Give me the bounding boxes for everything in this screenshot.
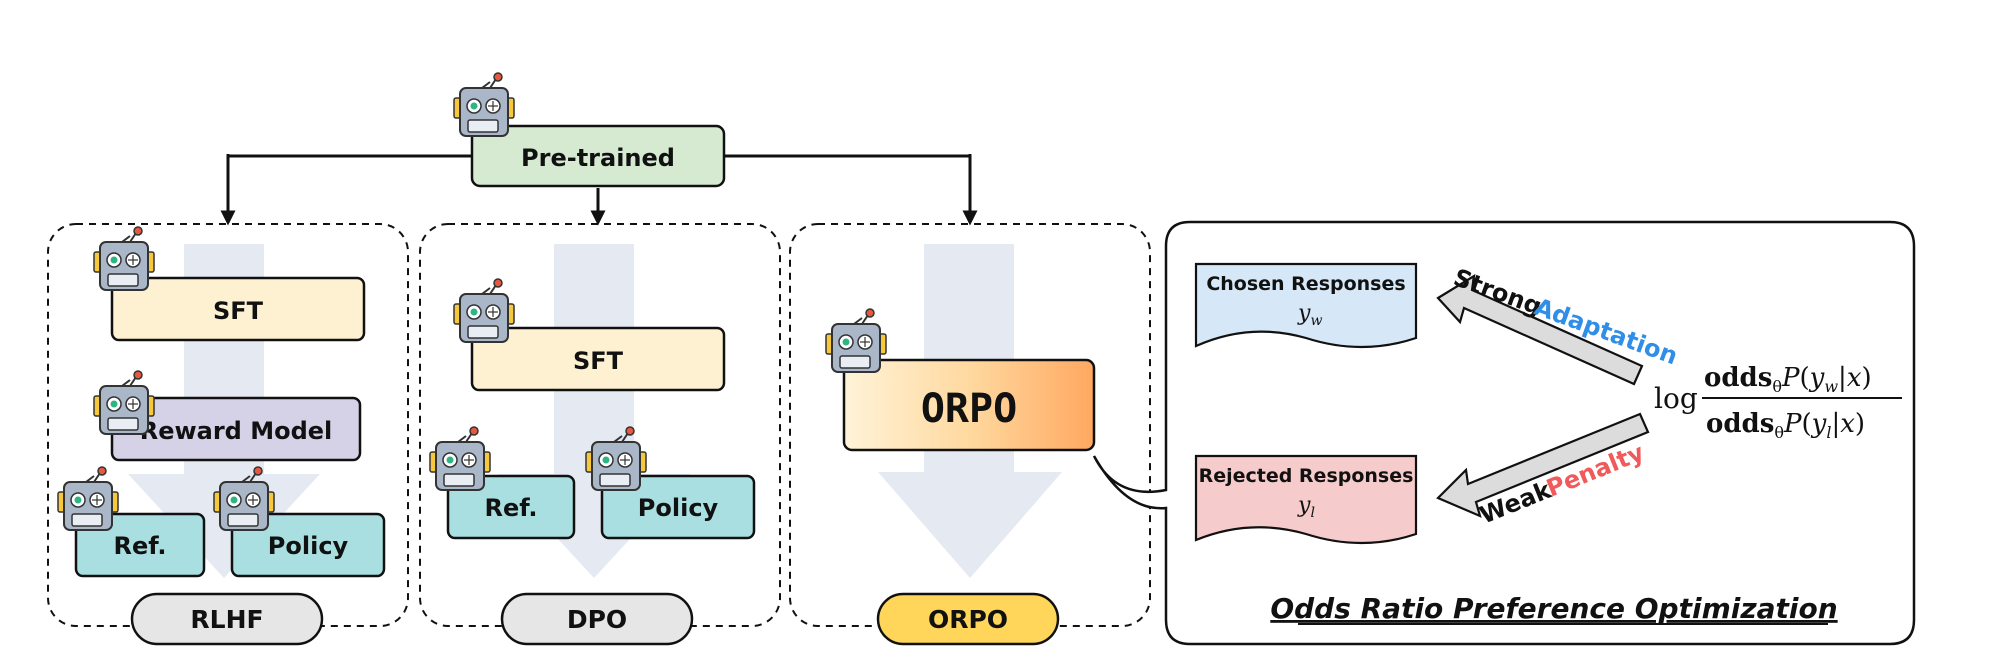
dpo-policy-node: Policy [585,426,756,540]
callout-footer: Odds Ratio Preference Optimization [1270,592,1838,625]
rejected-sub: l [1310,505,1314,521]
chosen-var: y [1297,301,1311,326]
svg-text:oddsθP(yl|x): oddsθP(yl|x) [1706,409,1865,442]
rlhf-ref-node: Ref. [57,466,206,578]
svg-text:oddsθP(yw|x): oddsθP(yw|x) [1704,363,1872,396]
dpo-ref-label: Ref. [484,494,537,522]
dpo-method-label: DPO [500,592,694,646]
rlhf-policy-node: Policy [213,466,386,578]
orpo-method-text: ORPO [928,605,1008,634]
rejected-title: Rejected Responses [1199,465,1414,487]
dpo-policy-label: Policy [638,494,719,522]
orpo-node-label: ORPO [921,386,1017,432]
rejected-responses-doc: Rejected Responses yl [1194,454,1418,545]
rlhf-sft-node: SFT [93,226,366,342]
formula-denominator-odds: odds [1706,409,1774,439]
orpo-method-label: ORPO [876,592,1060,646]
chosen-title: Chosen Responses [1206,273,1405,295]
dpo-method-text: DPO [567,605,627,634]
chosen-responses-doc: Chosen Responses yw [1194,262,1418,349]
formula-log: log [1654,382,1698,415]
rlhf-ref-label: Ref. [113,532,166,560]
robot-icon [57,466,119,531]
rlhf-sft-label: SFT [213,297,264,325]
rejected-var: y [1297,493,1311,518]
rlhf-reward-node: Reward Model [93,370,362,462]
robot-icon [453,278,515,343]
chosen-sub: w [1310,313,1322,329]
rlhf-policy-label: Policy [268,532,349,560]
robot-icon [453,72,515,137]
pretrained-label: Pre-trained [521,144,675,172]
log-odds-formula: log oddsθP(yw|x) oddsθP(yl|x) [1654,363,1902,442]
dpo-sft-node: SFT [453,278,726,392]
rlhf-method-label: RLHF [130,592,324,646]
top-connectors [220,154,978,226]
dpo-sft-label: SFT [573,347,624,375]
orpo-node: ORPO [825,308,1096,452]
formula-numerator-odds: odds [1704,363,1772,393]
rlhf-reward-label: Reward Model [140,417,333,445]
callout-footer-title: Odds Ratio Preference Optimization [1270,592,1837,625]
dpo-ref-node: Ref. [429,426,576,540]
robot-icon [93,226,155,291]
svg-text:yl: yl [1297,493,1315,521]
rlhf-method-text: RLHF [190,605,263,634]
robot-icon [825,308,887,373]
pretrained-node: Pre-trained [453,72,726,188]
svg-text:yw: yw [1297,301,1322,329]
robot-icon [93,370,155,435]
robot-icon [429,426,491,491]
